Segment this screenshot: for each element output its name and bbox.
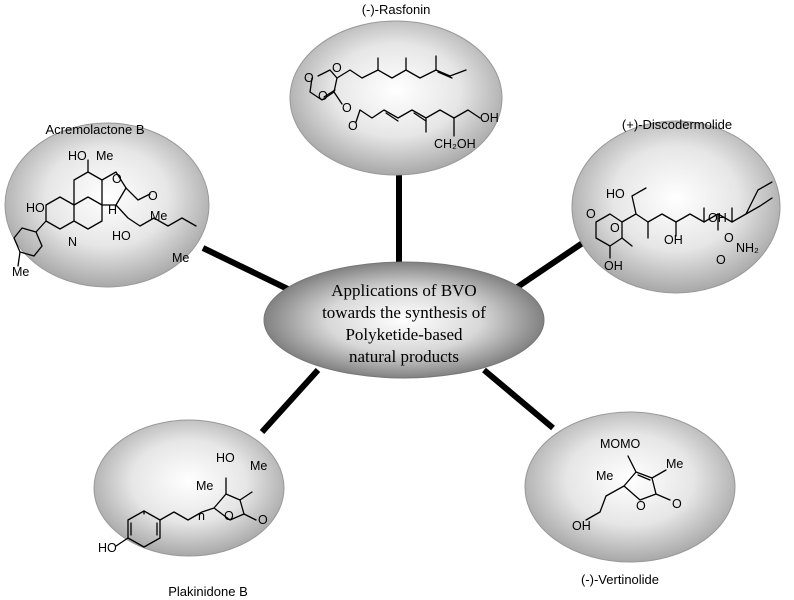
discodermolide-atom-O-ring: O [610,221,620,235]
plakinidone-label: Plakinidone B [168,584,248,599]
rasfonin-atom-O4: O [348,119,358,133]
vertinolide-atom-Me-quat: Me [596,469,613,483]
rasfonin-atom-CH2OH: CH₂OH [434,137,476,151]
discodermolide-atom-HO: HO [606,187,625,201]
center-line-2: towards the synthesis of [322,303,486,322]
discodermolide-atom-OH-1: OH [664,233,683,247]
spoke-plakinidone [259,367,321,435]
plakinidone-atom-Me-ring: Me [250,459,267,473]
plakinidone-atom-O-carbonyl: O [258,513,268,527]
discodermolide-atom-OH-2: OH [708,211,727,225]
connector-spokes [201,172,592,435]
rasfonin-atom-O5: O [318,89,328,103]
rasfonin-label: (-)-Rasfonin [362,2,431,17]
discodermolide-atom-O-carbamate: O [724,231,734,245]
rasfonin-atom-O1: O [304,71,314,85]
structure-discodermolide: HO O O OH OH O NH₂ O OH [586,181,773,273]
plakinidone-atom-O-ring: O [224,509,234,523]
bubble-rasfonin [289,20,503,176]
structure-acremolactone: HO Me O O HO N H Me HO Me Me [12,149,197,279]
vertinolide-atom-O-ring: O [636,499,646,513]
center-line-3: Polyketide-based [345,325,463,344]
discodermolide-label: (+)-Discodermolide [622,117,732,132]
center-line-1: Applications of BVO [331,281,476,300]
plakinidone-atom-n: n [198,509,205,523]
plakinidone-atom-HO-phenol: HO [98,541,117,555]
spoke-acremolactone [201,245,296,295]
vertinolide-atom-MOMO: MOMO [600,437,641,451]
discodermolide-atom-OH-ring: OH [604,259,623,273]
plakinidone-atom-HO: HO [216,451,235,465]
structure-rasfonin: O O O O O OH CH₂OH [304,55,499,151]
acremolactone-atom-O-carbonyl: O [148,189,158,203]
acremolactone-atom-Me-end: Me [172,251,189,265]
spoke-discodermolide [508,235,592,295]
spoke-vertinolide [482,367,555,431]
center-line-4: natural products [349,347,459,366]
acremolactone-label: Acremolactone B [46,122,145,137]
acremolactone-atom-H: H [108,203,117,217]
vertinolide-atom-Me-ring: Me [666,457,683,471]
rasfonin-atom-OH: OH [480,111,499,125]
rasfonin-atom-O3: O [342,101,352,115]
vertinolide-label: (-)-Vertinolide [581,572,659,587]
structure-vertinolide: MOMO Me Me O O OH [572,437,683,533]
acremolactone-atom-Me-chain: Me [150,209,167,223]
rasfonin-atom-O2: O [332,61,342,75]
acremolactone-atom-HO-chain: HO [112,229,131,243]
acremolactone-atom-Me-top: Me [96,149,113,163]
bubble-vertinolide [524,411,736,563]
bubble-plakinidone [93,419,285,557]
discodermolide-atom-O-carbonyl2: O [716,253,726,267]
discodermolide-atom-NH2: NH₂ [736,241,759,255]
discodermolide-atom-O-carbonyl: O [586,207,596,221]
structure-plakinidone: HO Me Me n O O HO [98,451,268,555]
center-title: Applications of BVO towards the synthesi… [322,281,486,366]
vertinolide-atom-O-carbonyl: O [672,497,682,511]
bubble-discodermolide [571,120,781,294]
center-ellipse [263,261,545,379]
plakinidone-atom-Me-quat: Me [196,479,213,493]
vertinolide-atom-OH: OH [572,519,591,533]
acremolactone-atom-Me-aryl: Me [12,265,29,279]
acremolactone-atom-HO-top: HO [68,149,87,163]
acremolactone-atom-N: N [68,235,77,249]
acremolactone-atom-HO-left: HO [26,201,45,215]
acremolactone-atom-O-ring: O [112,172,122,186]
